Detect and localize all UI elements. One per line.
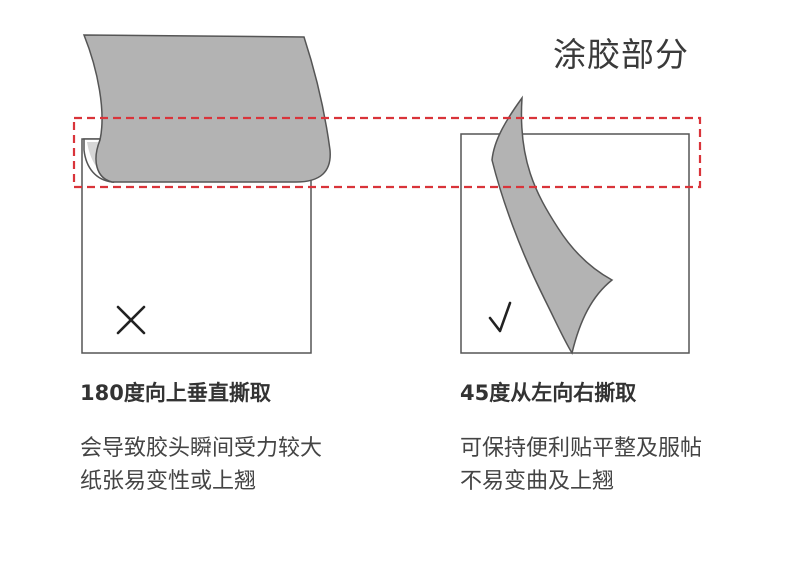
left-sticker-peeled xyxy=(82,34,331,183)
check-icon xyxy=(488,301,512,333)
right-description-line-2: 不易变曲及上翘 xyxy=(460,469,615,494)
right-sticker-peeled xyxy=(491,95,614,355)
glue-area-label: 涂胶部分 xyxy=(553,35,689,74)
cross-icon xyxy=(116,305,146,335)
left-description-line-2: 纸张易变性或上翘 xyxy=(80,469,257,494)
right-panel-description: 可保持便利贴平整及服帖 不易变曲及上翘 xyxy=(460,432,702,498)
left-panel-description: 会导致胶头瞬间受力较大 纸张易变性或上翘 xyxy=(80,432,322,498)
left-description-line-1: 会导致胶头瞬间受力较大 xyxy=(80,436,323,461)
glue-area-highlight xyxy=(72,116,702,189)
left-panel-title: 180度向上垂直撕取 xyxy=(80,381,271,405)
right-description-line-1: 可保持便利贴平整及服帖 xyxy=(460,436,703,461)
right-panel-title: 45度从左向右撕取 xyxy=(460,381,637,405)
